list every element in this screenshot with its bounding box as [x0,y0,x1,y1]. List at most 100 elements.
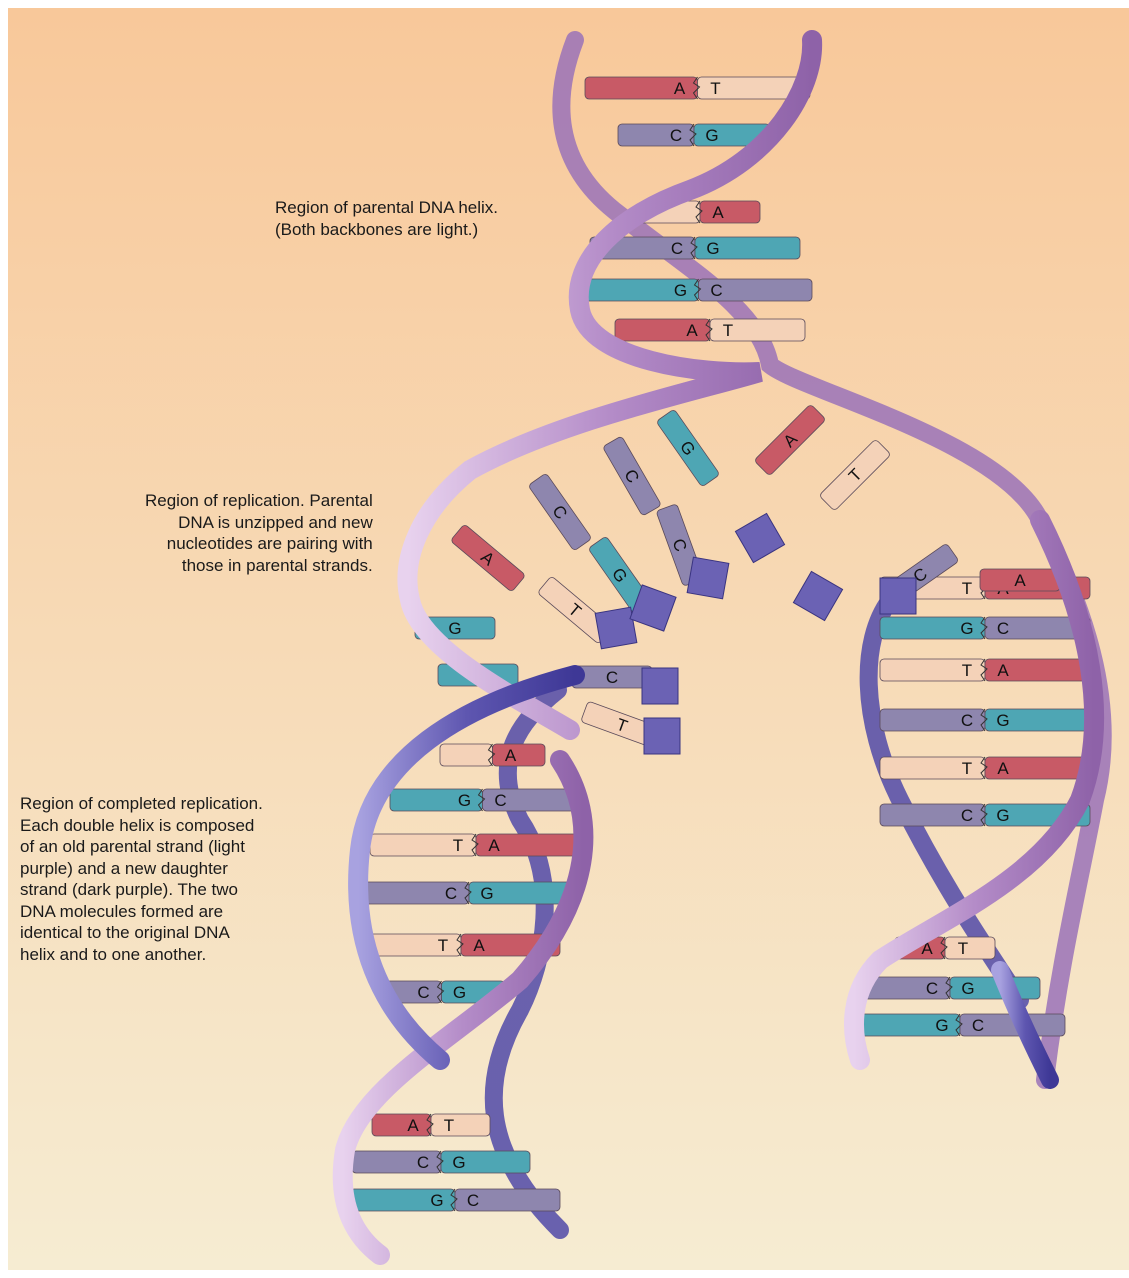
caption-line: Each double helix is composed [20,815,255,835]
hydrogen-bond [690,236,698,260]
hydrogen-bond [487,743,496,767]
hydrogen-bond [689,123,697,147]
hydrogen-bond [477,788,486,812]
base-letter: C [926,979,938,998]
hydrogen-bond [693,278,702,302]
base-letter: T [438,936,448,955]
hydrogen-bond [456,933,464,957]
daughter-sugar-block [641,667,679,705]
base-letter: G [960,619,973,638]
hydrogen-bond [980,756,988,780]
hydrogen-bond [695,200,703,224]
hydrogen-bond [436,1150,444,1174]
caption-line: identical to the original DNA [20,923,230,942]
caption-line: nucleotides are pairing with [166,534,373,553]
base-block [529,474,591,550]
base-letter: T [453,836,463,855]
free-nucleotide: C [603,436,661,516]
base-letter: C [445,884,457,903]
hydrogen-bond [426,1113,434,1137]
caption-line: of an old parental strand (light [20,837,245,856]
free-nucleotide: T [820,440,890,510]
base-letter: C [671,239,683,258]
base-block [944,936,996,960]
base-letter: G [453,983,466,1002]
completed-region-caption: Region of completed replication. Each do… [20,793,263,965]
base-letter: A [505,746,517,765]
base-block [371,1113,432,1137]
daughter-sugar-block [643,717,681,755]
base-letter: G [961,979,974,998]
caption-line: DNA is unzipped and new [178,512,373,532]
base-block [657,410,719,486]
base-letter: A [488,836,500,855]
hydrogen-bond [980,803,988,827]
caption-line: purple) and a new daughter [20,858,228,878]
base-pair-rungs: ATCGACGGCATTAGCTACGTACGATCGGCAGCTACGTACG… [349,76,1091,1212]
daughter-sugar-block [734,512,786,564]
free-nucleotide: A [755,405,825,475]
free-nucleotide: T [538,577,612,643]
base-letter: C [961,711,973,730]
base-letter: C [997,619,1009,638]
base-pair: A [639,200,761,224]
base-block [440,1150,531,1174]
base-letter: A [1014,571,1026,590]
caption-line: helix and to one another. [20,944,207,964]
free-nucleotide: T [581,701,663,749]
base-block [755,405,825,475]
base-letter: A [473,936,485,955]
base-letter: C [417,983,429,1002]
free-nucleotide: C [656,504,704,586]
base-letter: T [710,79,720,98]
hydrogen-bond [464,881,472,905]
replication-region-caption: Region of replication. Parental DNA is u… [145,490,373,576]
base-letter: G [706,239,719,258]
base-letter: A [712,203,724,222]
hydrogen-bond [692,76,701,100]
free-nucleotide: C [571,665,653,689]
base-letter: C [467,1191,479,1210]
free-nucleotide: C [529,474,591,550]
parental-region-caption: Region of parental DNA helix. (Both back… [275,197,498,240]
daughter-sugar-block [879,577,917,615]
base-letter: C [710,281,722,300]
free-nucleotide: G [657,410,719,486]
base-letter: G [996,711,1009,730]
front-strands [332,30,1105,1265]
base-letter: G [705,126,718,145]
base-block [694,236,801,260]
base-letter: C [494,791,506,810]
daughter-sugar-block [594,606,638,650]
base-block [603,436,661,516]
base-block [698,278,813,302]
parental-backbone-front-left [332,750,594,1265]
base-block [439,743,493,767]
caption-line: (Both backbones are light.) [275,219,479,239]
hydrogen-bond [945,976,953,1000]
base-block [492,743,546,767]
base-letter: C [606,668,618,687]
base-block [699,200,761,224]
caption-line: Region of parental DNA helix. [275,198,499,217]
base-letter: G [674,281,687,300]
base-letter: T [962,759,972,778]
base-letter: A [686,321,698,340]
base-letter: T [962,579,972,598]
base-letter: A [674,79,686,98]
caption-line: Region of replication. Parental [145,491,373,510]
base-block [709,318,806,342]
hydrogen-bond [980,658,988,682]
base-letter: T [723,321,733,340]
base-letter: G [480,884,493,903]
